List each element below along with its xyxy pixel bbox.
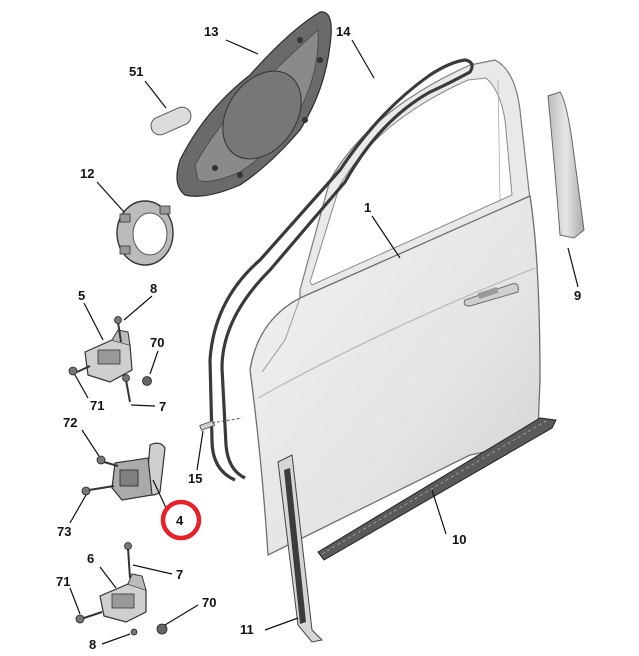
sill-seal-strip: [317, 417, 557, 561]
pillar-trim: [547, 91, 585, 239]
callout-12: 12: [80, 166, 94, 181]
hinge-bolts-upper: [68, 316, 152, 403]
door-seal-weatherstrip: [208, 58, 474, 482]
front-pillar-trim: [277, 454, 324, 643]
part-15-pin: [199, 417, 243, 431]
highlighted-callout-4[interactable]: 4: [160, 499, 202, 541]
door-inner-panel-membrane: [176, 11, 332, 197]
callout-7-upper: 7: [159, 399, 166, 414]
callout-15: 15: [188, 471, 202, 486]
callout-73: 73: [57, 524, 71, 539]
door-shell: [249, 59, 541, 557]
callout-71-lower: 71: [56, 574, 70, 589]
door-check-strap: [111, 442, 166, 501]
upper-hinge: [84, 329, 133, 383]
callout-71-upper: 71: [90, 398, 104, 413]
callout-8-lower: 8: [89, 637, 96, 652]
callout-9: 9: [574, 288, 581, 303]
callout-51: 51: [129, 64, 143, 79]
callout-10: 10: [452, 532, 466, 547]
part-51-pad: [150, 106, 192, 136]
callout-70-lower: 70: [202, 595, 216, 610]
callout-14: 14: [336, 24, 351, 39]
callout-7-lower: 7: [176, 567, 183, 582]
callout-6: 6: [87, 551, 94, 566]
callout-1: 1: [364, 200, 371, 215]
leader-lines: [69, 39, 579, 645]
callout-13: 13: [204, 24, 218, 39]
callout-72: 72: [63, 415, 77, 430]
callout-5: 5: [78, 288, 85, 303]
speaker-ring: [116, 200, 174, 266]
highlight-circle: [160, 499, 202, 541]
callout-70-upper: 70: [150, 335, 164, 350]
lower-hinge: [99, 573, 147, 623]
hinge-bolts-lower: [75, 542, 168, 636]
callout-11: 11: [240, 622, 254, 637]
callout-8-upper: 8: [150, 281, 157, 296]
callout-4: 4: [176, 513, 184, 528]
check-strap-bolts: [81, 455, 119, 496]
callouts: 13 14 51 12 1 9 5 8 70 71 7 72 15 73 10 …: [56, 24, 581, 652]
